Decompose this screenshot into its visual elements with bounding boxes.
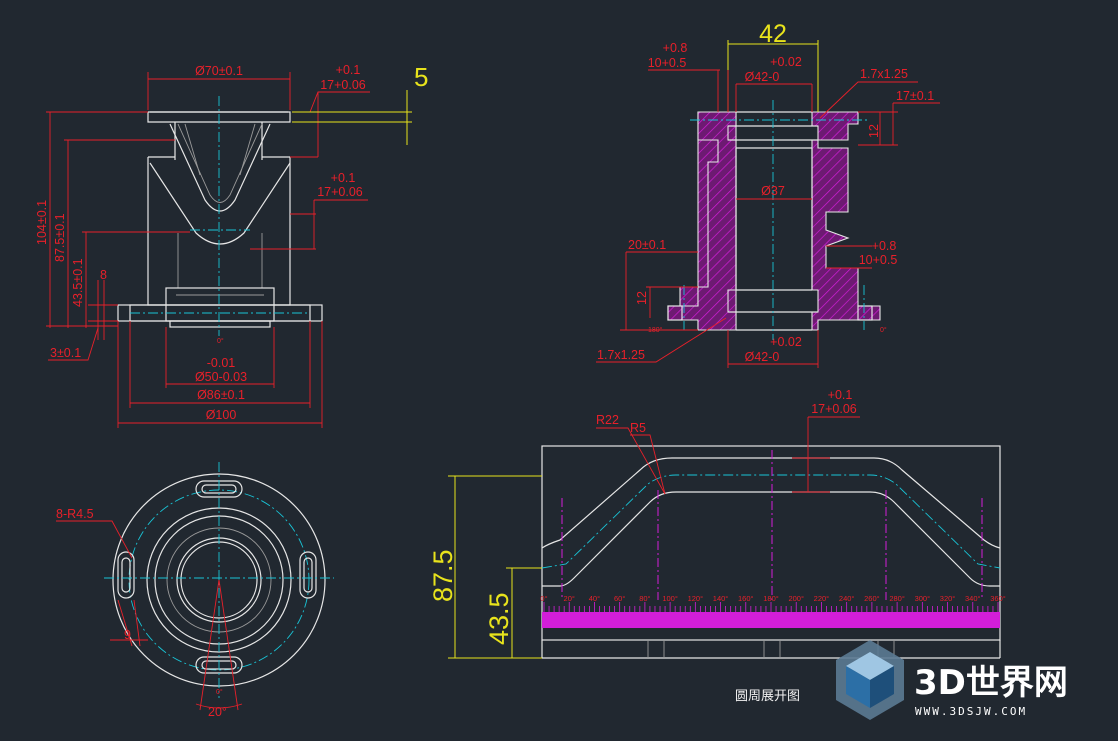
cam-groove-upper	[541, 457, 1001, 549]
svg-text:20°: 20°	[208, 705, 227, 719]
svg-text:87.5: 87.5	[428, 549, 458, 602]
svg-text:0°: 0°	[880, 326, 887, 334]
scale-label: 0°	[540, 594, 547, 603]
svg-text:Ø100: Ø100	[206, 408, 237, 422]
svg-text:1.7x1.25: 1.7x1.25	[860, 67, 908, 81]
svg-text:0°: 0°	[217, 337, 224, 345]
svg-text:17+0.06: 17+0.06	[320, 78, 366, 92]
svg-text:42: 42	[759, 20, 787, 48]
dim-20: 20±0.1 12	[620, 238, 698, 331]
scale-label: 160°	[738, 594, 754, 603]
scale-label: 100°	[662, 594, 678, 603]
dim-875: 87.5	[428, 475, 542, 659]
dim-5: 5	[292, 62, 428, 145]
svg-text:+0.02: +0.02	[770, 55, 802, 69]
dim-10-mid: +0.8 10+0.5	[826, 239, 898, 269]
svg-text:12: 12	[635, 291, 649, 305]
dim-r22-r5: R22 R5	[596, 413, 666, 495]
dim-d70-label: Ø70±0.1	[195, 64, 243, 78]
scale-label: 260°	[864, 594, 880, 603]
scale-label: 320°	[940, 594, 956, 603]
svg-text:WWW.3DSJW.COM: WWW.3DSJW.COM	[915, 705, 1027, 718]
development-view: 0° 20° 40° 60° 80° 100° 120° 140° 160° 180° 200° 22…	[428, 388, 1006, 704]
dim-17-dev: +0.1 17+0.06	[792, 388, 860, 493]
svg-text:0°: 0°	[216, 688, 223, 696]
svg-text:Ø42-0: Ø42-0	[745, 70, 780, 84]
svg-text:17±0.1: 17±0.1	[896, 89, 934, 103]
svg-text:17+0.06: 17+0.06	[317, 185, 363, 199]
svg-text:+0.02: +0.02	[770, 335, 802, 349]
cam-groove-lower	[542, 491, 1000, 587]
svg-text:Ø42-0: Ø42-0	[745, 350, 780, 364]
front-view-outline	[117, 111, 323, 328]
svg-text:R5: R5	[630, 421, 646, 435]
svg-text:3±0.1: 3±0.1	[50, 346, 81, 360]
svg-text:3D世界网: 3D世界网	[914, 663, 1068, 703]
development-caption: 圆周展开图	[735, 689, 800, 704]
scale-label: 180°	[763, 594, 779, 603]
scale-label: 220°	[814, 594, 830, 603]
svg-text:+0.8: +0.8	[872, 239, 897, 253]
svg-text:5: 5	[414, 62, 428, 92]
scale-label: 280°	[889, 594, 905, 603]
scale-label: 240°	[839, 594, 855, 603]
dim-d70: Ø70±0.1	[147, 64, 291, 110]
dim-d42-top: +0.02 Ø42-0	[735, 55, 813, 112]
scale-label: 80°	[639, 594, 650, 603]
svg-text:Ø50-0.03: Ø50-0.03	[195, 370, 247, 384]
watermark-logo: 3D世界网 WWW.3DSJW.COM	[836, 640, 1068, 720]
angle-scale: 0° 20° 40° 60° 80° 100° 120° 140° 160° 180° 200° 22…	[540, 594, 1006, 628]
dim-d37: Ø37	[736, 184, 812, 200]
dim-10-top: +0.8 10+0.5	[648, 41, 729, 112]
svg-text:-0.01: -0.01	[207, 356, 236, 370]
svg-text:+0.8: +0.8	[663, 41, 688, 55]
dim-vertical-left: 104±0.1 87.5±0.1 43.5±0.1	[35, 111, 190, 328]
svg-text:20±0.1: 20±0.1	[628, 238, 666, 252]
scale-label: 300°	[915, 594, 931, 603]
scale-label: 140°	[713, 594, 729, 603]
svg-text:Ø37: Ø37	[761, 184, 785, 198]
scale-label: 120°	[688, 594, 704, 603]
svg-text:10+0.5: 10+0.5	[648, 56, 687, 70]
dim-42: 42	[727, 20, 819, 112]
svg-text:8: 8	[100, 268, 107, 282]
dim-17-top: +0.1 17+0.06	[290, 63, 370, 158]
dim-chamfer-top: 1.7x1.25 17±0.1 12	[819, 67, 940, 146]
section-view: 42 +0.8 10+0.5 +0.02 Ø42-0 1.7x1.25 17±0…	[596, 20, 940, 368]
scale-label: 20°	[564, 594, 575, 603]
svg-text:+0.1: +0.1	[336, 63, 361, 77]
scale-label: 40°	[589, 594, 600, 603]
front-view: Ø70±0.1 +0.1 17+0.06 5 +0.1 17+0.06	[35, 62, 428, 428]
svg-text:104±0.1: 104±0.1	[35, 200, 49, 245]
svg-text:17+0.06: 17+0.06	[811, 402, 857, 416]
svg-text:1.7x1.25: 1.7x1.25	[597, 348, 645, 362]
svg-text:9: 9	[124, 628, 131, 642]
dim-d42-bot: +0.02 Ø42-0	[727, 330, 819, 368]
top-view: 0° 20° 8-R4.5 9	[56, 462, 334, 719]
scale-label: 360°	[990, 594, 1006, 603]
svg-text:10+0.5: 10+0.5	[859, 253, 898, 267]
dim-435: 43.5	[484, 567, 542, 658]
svg-text:Ø86±0.1: Ø86±0.1	[197, 388, 245, 402]
svg-text:12: 12	[867, 124, 881, 138]
svg-text:180°: 180°	[648, 326, 663, 334]
dim-8-3: 8 3±0.1	[48, 268, 118, 361]
svg-text:87.5±0.1: 87.5±0.1	[53, 213, 67, 262]
svg-text:+0.1: +0.1	[331, 171, 356, 185]
scale-label: 340°	[965, 594, 981, 603]
svg-text:43.5±0.1: 43.5±0.1	[71, 258, 85, 307]
dim-chamfer-bot: 1.7x1.25	[596, 317, 727, 363]
svg-text:8-R4.5: 8-R4.5	[56, 507, 94, 521]
dim-17-mid: +0.1 17+0.06	[250, 171, 368, 250]
scale-label: 60°	[614, 594, 625, 603]
scale-label: 200°	[788, 594, 804, 603]
svg-text:+0.1: +0.1	[828, 388, 853, 402]
svg-text:R22: R22	[596, 413, 619, 427]
dim-bottom-diameters: -0.01 Ø50-0.03 Ø86±0.1 Ø100	[117, 321, 323, 428]
svg-text:43.5: 43.5	[484, 592, 514, 645]
cube-logo-icon	[836, 640, 904, 720]
